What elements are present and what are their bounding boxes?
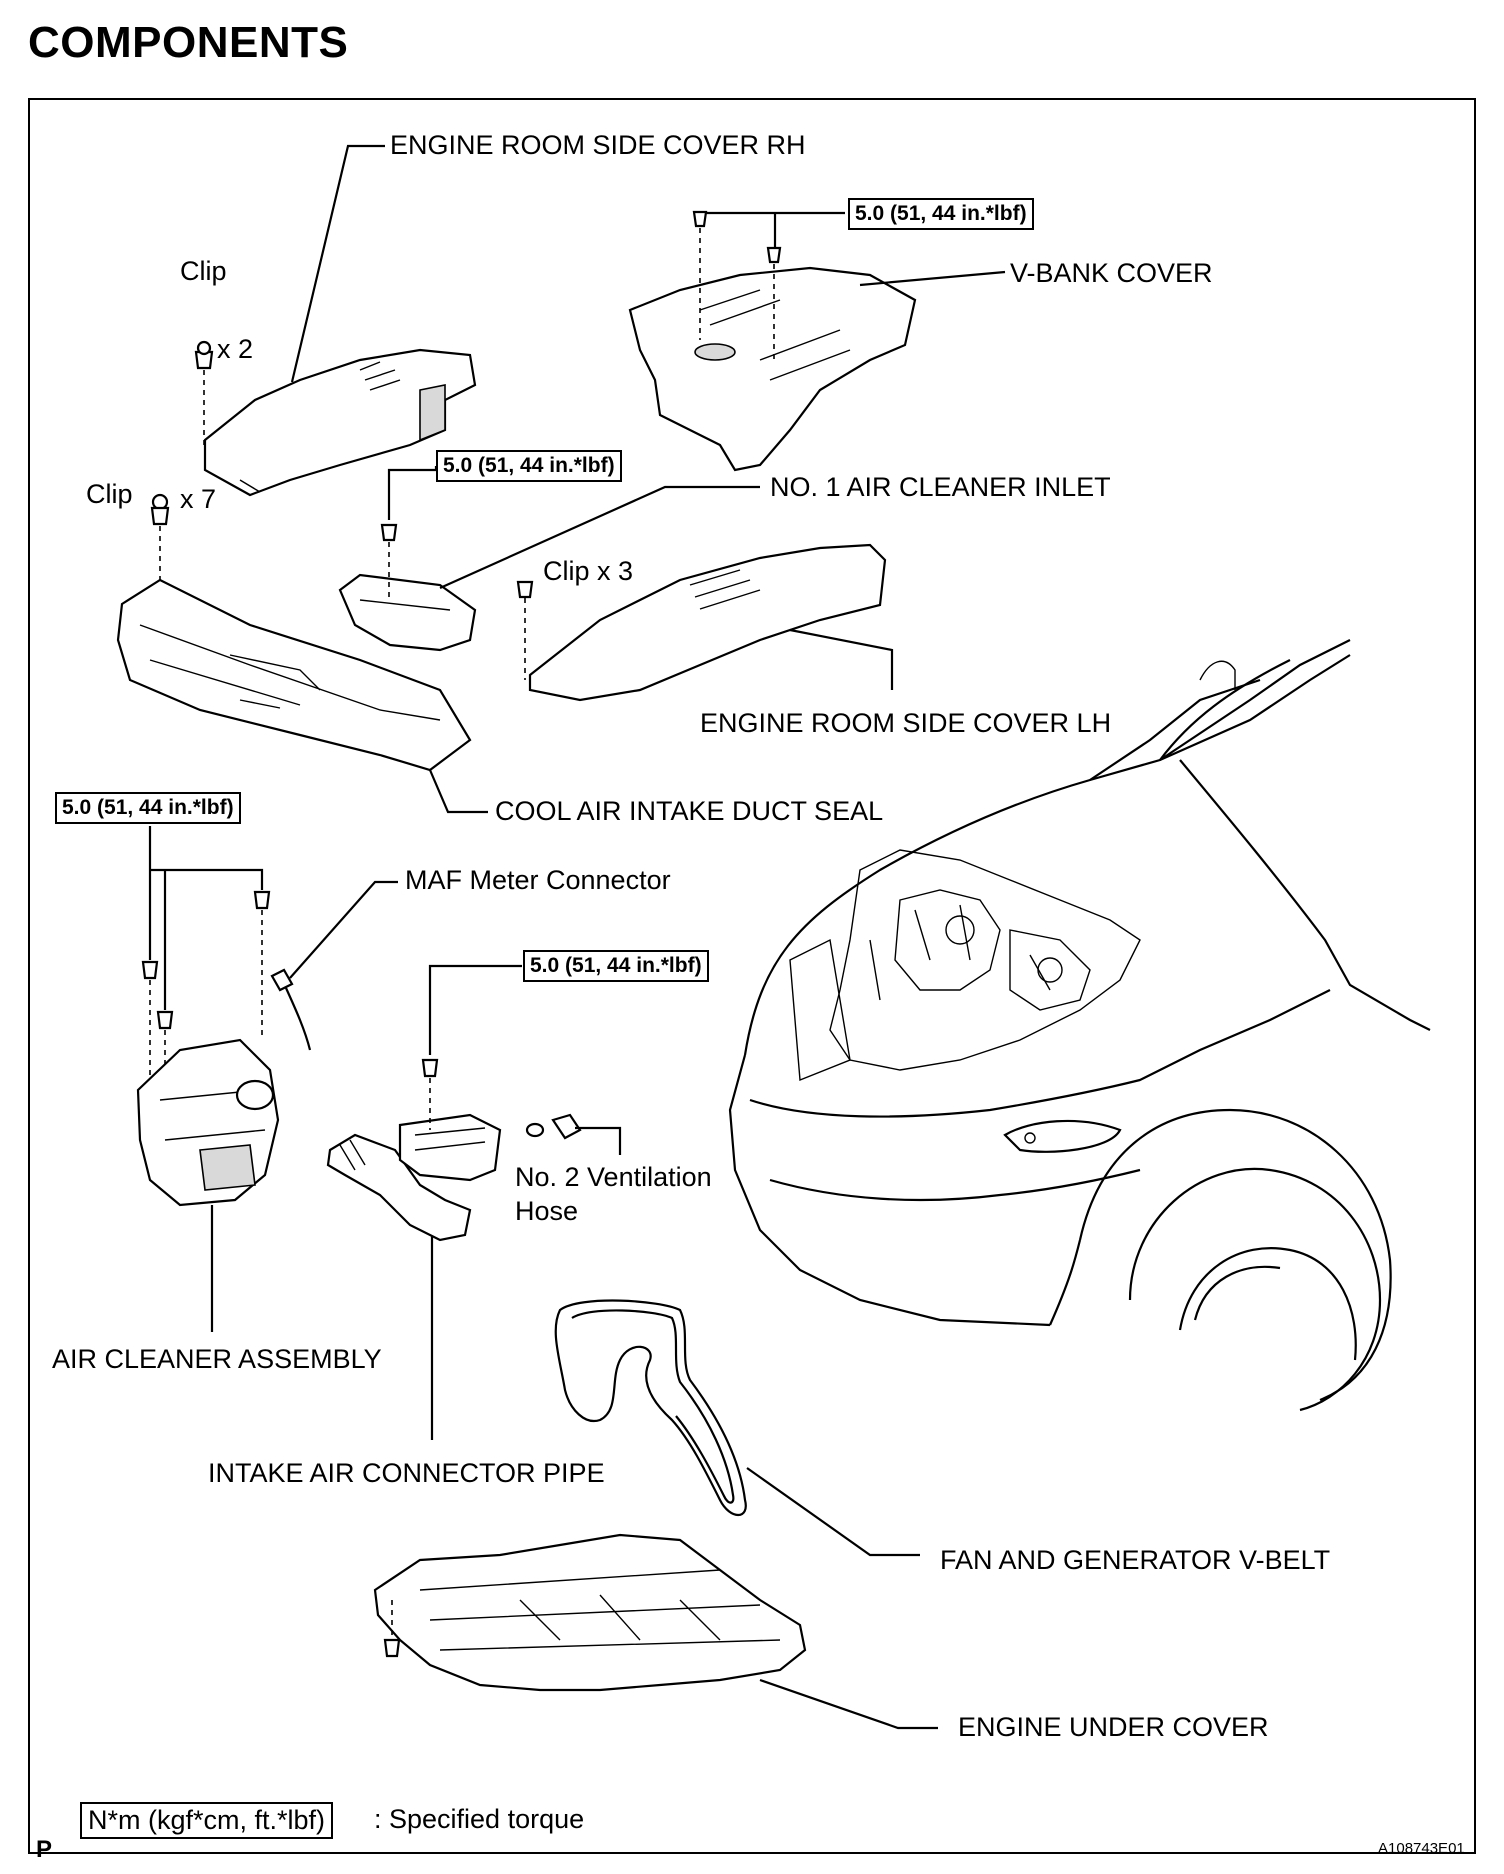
- v-bank-cover-drawing: [628, 210, 917, 472]
- leader-torque-air-cleaner: [148, 826, 264, 1010]
- torque-box-air-inlet: 5.0 (51, 44 in.*lbf): [436, 450, 622, 482]
- corner-letter: P: [36, 1836, 53, 1863]
- no1-air-cleaner-inlet-drawing: [338, 523, 477, 652]
- leader-torque-inlet: [387, 466, 438, 520]
- leader-torque-connector-pipe: [428, 964, 522, 1055]
- label-engine-room-side-cover-rh: ENGINE ROOM SIDE COVER RH: [390, 130, 806, 160]
- figure-code: A108743E01: [1378, 1840, 1465, 1857]
- leader-engine-under-cover: [759, 1678, 938, 1730]
- page-title: COMPONENTS: [28, 18, 349, 67]
- leader-side-cover-rh: [290, 144, 385, 383]
- label-clip-top: Clip: [180, 256, 227, 286]
- clip-x2-drawing: [194, 340, 214, 450]
- leader-air-cleaner-inlet: [439, 485, 760, 590]
- label-engine-room-side-cover-lh: ENGINE ROOM SIDE COVER LH: [700, 708, 1112, 738]
- fan-and-generator-v-belt-drawing: [554, 1299, 747, 1517]
- leader-torque-v-bank: [705, 211, 845, 248]
- label-maf-meter-connector: MAF Meter Connector: [405, 865, 671, 895]
- vehicle-front-drawing: [728, 639, 1431, 1412]
- engine-room-side-cover-rh-drawing: [203, 348, 477, 497]
- label-v-bank-cover: V-BANK COVER: [1010, 258, 1213, 288]
- maf-connector-drawing: [270, 968, 312, 1051]
- label-no1-air-cleaner-inlet: NO. 1 AIR CLEANER INLET: [770, 472, 1111, 502]
- leader-duct-seal: [428, 769, 488, 814]
- label-clip-x2: x 2: [217, 334, 254, 364]
- label-cool-air-intake-duct-seal: COOL AIR INTAKE DUCT SEAL: [495, 796, 884, 826]
- leader-ventilation-hose: [575, 1126, 622, 1155]
- label-clip-x7: x 7: [180, 484, 217, 514]
- torque-legend-description: : Specified torque: [374, 1804, 585, 1834]
- leader-v-belt: [746, 1467, 920, 1557]
- air-cleaner-assembly-drawing: [136, 1038, 280, 1207]
- label-clip-left: Clip: [86, 479, 133, 509]
- torque-unit-legend-box: N*m (kgf*cm, ft.*lbf): [80, 1802, 334, 1839]
- torque-box-air-cleaner: 5.0 (51, 44 in.*lbf): [55, 792, 241, 824]
- label-no2-ventilation-hose-line1: No. 2 Ventilation: [515, 1162, 712, 1192]
- label-clip-x3: Clip x 3: [543, 556, 634, 586]
- label-intake-air-connector-pipe: INTAKE AIR CONNECTOR PIPE: [208, 1458, 605, 1488]
- engine-room-side-cover-lh-drawing: [516, 543, 887, 702]
- label-air-cleaner-assembly: AIR CLEANER ASSEMBLY: [52, 1344, 382, 1374]
- leader-side-cover-lh: [789, 628, 894, 690]
- torque-box-v-bank: 5.0 (51, 44 in.*lbf): [848, 198, 1034, 230]
- diagram-frame: [28, 98, 1476, 1854]
- label-engine-under-cover: ENGINE UNDER COVER: [958, 1712, 1269, 1742]
- intake-air-connector-pipe-drawing: [326, 1058, 582, 1242]
- torque-box-connector-pipe: 5.0 (51, 44 in.*lbf): [523, 950, 709, 982]
- label-fan-and-generator-v-belt: FAN AND GENERATOR V-BELT: [940, 1545, 1331, 1575]
- engine-under-cover-drawing: [373, 1533, 807, 1692]
- label-no2-ventilation-hose-line2: Hose: [515, 1196, 579, 1226]
- leader-v-bank-cover: [859, 270, 1006, 287]
- leader-maf-connector: [289, 880, 398, 979]
